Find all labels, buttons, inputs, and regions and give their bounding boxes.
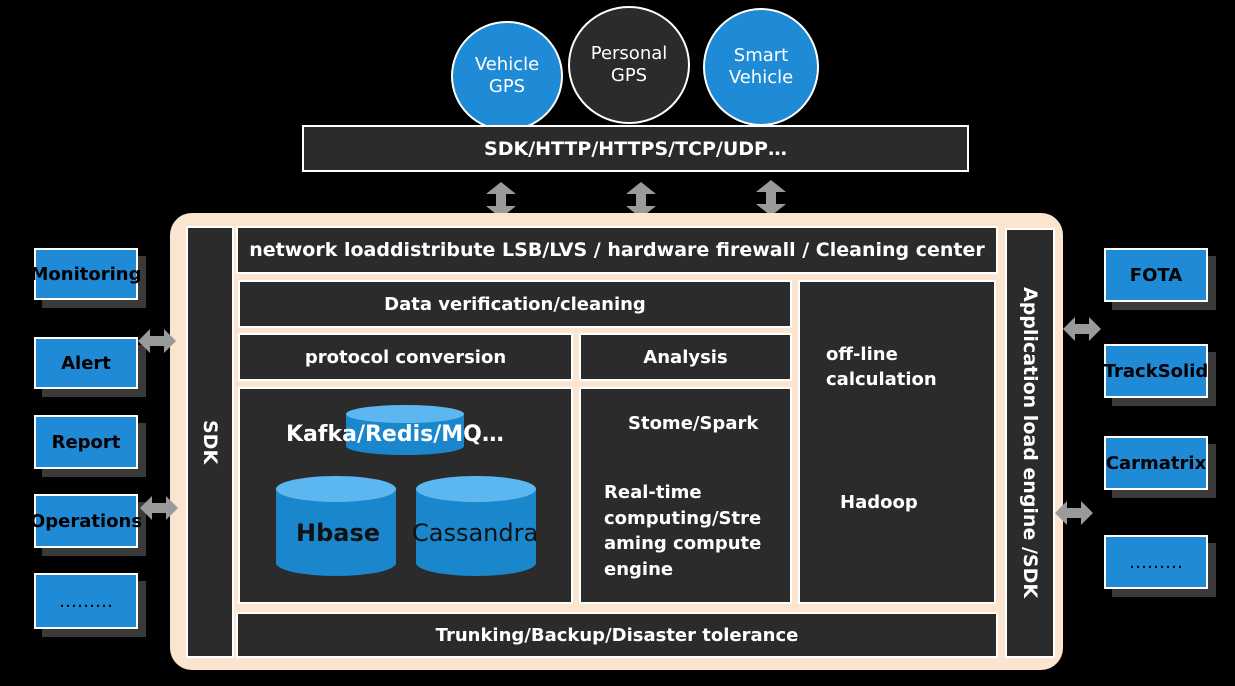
arrow-vertical-2 xyxy=(626,182,656,218)
trunking-bar: Trunking/Backup/Disaster tolerance xyxy=(236,612,998,658)
left-box-more: ……… xyxy=(34,573,138,629)
right-box-fota: FOTA xyxy=(1104,248,1208,302)
cassandra-cylinder-icon xyxy=(416,476,536,576)
data-verification-box: Data verification/cleaning xyxy=(238,280,792,328)
right-box-tracksolid: TrackSolid xyxy=(1104,344,1208,398)
left-box-monitoring: Monitoring xyxy=(31,248,142,300)
personal-gps-source: Personal GPS xyxy=(568,6,690,124)
arrow-vertical-1 xyxy=(486,182,516,218)
hadoop-label: Hadoop xyxy=(840,492,918,513)
left-box-more-label: ……… xyxy=(59,590,113,612)
storm-spark-label: Stome/Spark xyxy=(628,413,759,434)
queue-label: Kafka/Redis/MQ… xyxy=(286,422,504,447)
right-box-more-label: ……… xyxy=(1129,551,1183,573)
vehicle-gps-source: Vehicle GPS xyxy=(451,21,563,131)
right-box-more: ……… xyxy=(1104,535,1208,589)
right-box-carmatrix: Carmatrix xyxy=(1104,436,1208,490)
hbase-label: Hbase xyxy=(296,519,381,547)
analysis-box: Analysis xyxy=(579,333,792,381)
arrow-vertical-3 xyxy=(756,180,786,216)
right-box-carmatrix-label: Carmatrix xyxy=(1105,452,1207,474)
arrow-right-lower xyxy=(1055,501,1093,525)
left-box-alert: Alert xyxy=(34,337,138,389)
left-box-report: Report xyxy=(34,415,138,469)
smart-vehicle-source: Smart Vehicle xyxy=(703,8,819,126)
app-engine-column: Application load engine /SDK xyxy=(1005,228,1055,658)
queue-cylinder-icon xyxy=(346,405,464,455)
right-box-fota-label: FOTA xyxy=(1129,264,1183,286)
realtime-computing-box: Stome/Spark Real-time computing/Stre ami… xyxy=(579,387,792,604)
protocol-bar: SDK/HTTP/HTTPS/TCP/UDP… xyxy=(302,125,969,172)
realtime-label: Real-time computing/Stre aming compute e… xyxy=(604,482,762,580)
offline-calculation-label: off-line calculation xyxy=(826,344,937,390)
arrow-left-lower xyxy=(140,496,178,520)
app-engine-label: Application load engine /SDK xyxy=(1019,287,1041,599)
sdk-left-column: SDK xyxy=(186,226,234,658)
left-box-operations-label: Operations xyxy=(29,510,143,532)
cassandra-label: Cassandra xyxy=(412,519,539,547)
offline-calculation-box: off-line calculation Hadoop xyxy=(798,280,996,604)
left-box-report-label: Report xyxy=(51,431,121,453)
protocol-conversion-box: protocol conversion xyxy=(238,333,573,381)
right-box-tracksolid-label: TrackSolid xyxy=(1103,360,1209,382)
hbase-cylinder-icon xyxy=(276,476,396,576)
network-bar: network loaddistribute LSB/LVS / hardwar… xyxy=(236,226,998,274)
arrow-left-upper xyxy=(138,329,176,353)
left-box-monitoring-label: Monitoring xyxy=(30,263,142,285)
sdk-left-label: SDK xyxy=(199,419,221,465)
left-box-operations: Operations xyxy=(30,494,142,548)
storage-box: Kafka/Redis/MQ… Hbase Cassandra xyxy=(238,387,573,604)
left-box-alert-label: Alert xyxy=(61,352,111,374)
arrow-right-upper xyxy=(1063,317,1101,341)
